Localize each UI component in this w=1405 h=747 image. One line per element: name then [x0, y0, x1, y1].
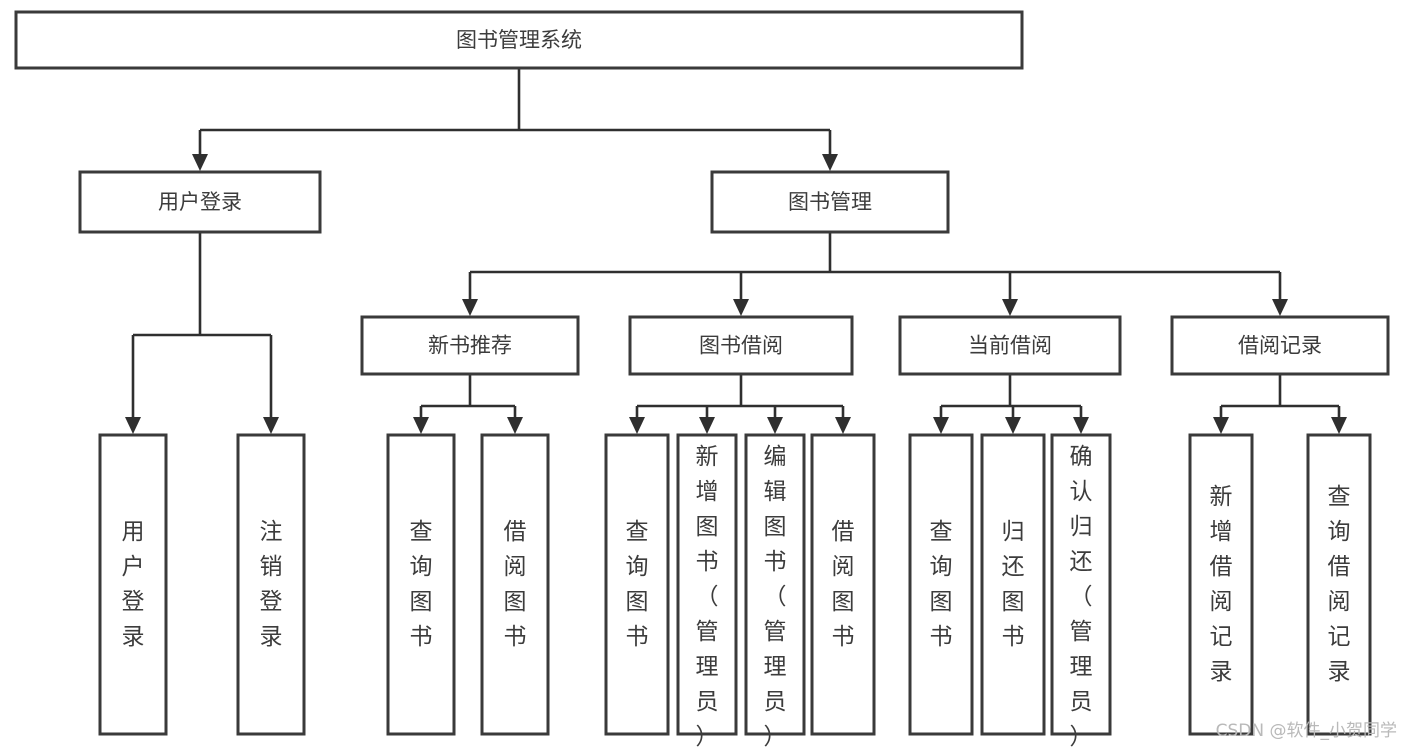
node-box-leaf-borrow-book	[810, 433, 876, 736]
node-label-leaf-add-book-admin: 新增图书（管理员）	[696, 444, 719, 747]
node-layer: 图书管理系统用户登录图书管理新书推荐图书借阅当前借阅借阅记录用户登录注销登录查询…	[14, 10, 1390, 747]
node-label-leaf-user-login: 用户登录	[122, 519, 145, 650]
node-leaf-query-book-current[interactable]: 查询图书	[908, 433, 974, 736]
node-label-leaf-logout: 注销登录	[260, 519, 283, 650]
node-box-leaf-add-borrow-record	[1188, 433, 1254, 736]
node-box-leaf-confirm-return-admin	[1050, 433, 1112, 736]
node-leaf-return-book[interactable]: 归还图书	[980, 433, 1046, 736]
node-box-leaf-query-book-borrow	[604, 433, 670, 736]
node-leaf-confirm-return-admin[interactable]: 确认归还（管理员）	[1050, 433, 1112, 747]
node-root[interactable]: 图书管理系统	[14, 10, 1024, 70]
arrow-head	[822, 154, 838, 171]
arrow-head	[413, 417, 429, 434]
node-label-leaf-borrow-book: 借阅图书	[832, 519, 855, 650]
node-leaf-borrow-book-recommend[interactable]: 借阅图书	[480, 433, 550, 736]
arrow-head	[1213, 417, 1229, 434]
node-box-leaf-query-book-recommend	[386, 433, 456, 736]
arrow-head	[125, 417, 141, 434]
node-borrow-record[interactable]: 借阅记录	[1170, 315, 1390, 376]
node-box-leaf-query-book-current	[908, 433, 974, 736]
node-box-leaf-edit-book-admin	[744, 433, 806, 736]
node-leaf-query-book-borrow[interactable]: 查询图书	[604, 433, 670, 736]
node-leaf-user-login[interactable]: 用户登录	[98, 433, 168, 736]
node-label-book-management: 图书管理	[788, 190, 872, 214]
node-leaf-query-borrow-record[interactable]: 查询借阅记录	[1306, 433, 1372, 736]
arrow-head	[629, 417, 645, 434]
node-label-leaf-confirm-return-admin: 确认归还（管理员）	[1070, 444, 1093, 747]
node-box-leaf-user-login	[98, 433, 168, 736]
arrow-head	[1272, 299, 1288, 316]
node-leaf-borrow-book[interactable]: 借阅图书	[810, 433, 876, 736]
arrow-head	[1331, 417, 1347, 434]
node-box-leaf-logout	[236, 433, 306, 736]
arrow-head	[767, 417, 783, 434]
arrow-head	[733, 299, 749, 316]
node-label-new-book-recommend: 新书推荐	[428, 334, 512, 358]
node-box-book-borrow	[628, 315, 854, 376]
arrow-head	[1073, 417, 1089, 434]
node-box-leaf-return-book	[980, 433, 1046, 736]
node-label-root: 图书管理系统	[456, 28, 582, 52]
node-label-leaf-query-book-recommend: 查询图书	[410, 519, 433, 650]
node-box-user-login	[78, 170, 322, 234]
connector-layer	[125, 68, 1347, 434]
arrow-head	[835, 417, 851, 434]
node-box-leaf-query-borrow-record	[1306, 433, 1372, 736]
node-label-book-borrow: 图书借阅	[699, 334, 783, 358]
node-label-borrow-record: 借阅记录	[1238, 334, 1322, 358]
node-label-leaf-query-book-current: 查询图书	[930, 519, 953, 650]
arrow-head	[699, 417, 715, 434]
node-leaf-add-borrow-record[interactable]: 新增借阅记录	[1188, 433, 1254, 736]
node-current-borrow[interactable]: 当前借阅	[898, 315, 1122, 376]
arrow-head	[462, 299, 478, 316]
watermark-text: CSDN @软件_小贺同学	[1215, 721, 1397, 741]
node-box-root	[14, 10, 1024, 70]
node-box-leaf-add-book-admin	[676, 433, 738, 736]
arrow-head	[507, 417, 523, 434]
node-label-user-login: 用户登录	[158, 190, 242, 214]
node-label-leaf-borrow-book-recommend: 借阅图书	[504, 519, 527, 650]
node-box-book-management	[710, 170, 950, 234]
node-leaf-edit-book-admin[interactable]: 编辑图书（管理员）	[744, 433, 806, 747]
node-user-login[interactable]: 用户登录	[78, 170, 322, 234]
node-new-book-recommend[interactable]: 新书推荐	[360, 315, 580, 376]
node-leaf-logout[interactable]: 注销登录	[236, 433, 306, 736]
arrow-head	[192, 154, 208, 171]
node-label-current-borrow: 当前借阅	[968, 334, 1052, 358]
node-box-current-borrow	[898, 315, 1122, 376]
node-leaf-query-book-recommend[interactable]: 查询图书	[386, 433, 456, 736]
arrow-head	[1005, 417, 1021, 434]
node-label-leaf-add-borrow-record: 新增借阅记录	[1210, 484, 1233, 685]
node-label-leaf-query-borrow-record: 查询借阅记录	[1328, 484, 1351, 685]
node-label-leaf-edit-book-admin: 编辑图书（管理员）	[764, 444, 787, 747]
arrow-head	[263, 417, 279, 434]
node-label-leaf-query-book-borrow: 查询图书	[626, 519, 649, 650]
node-box-new-book-recommend	[360, 315, 580, 376]
node-label-leaf-return-book: 归还图书	[1002, 519, 1025, 650]
node-box-leaf-borrow-book-recommend	[480, 433, 550, 736]
arrow-head	[933, 417, 949, 434]
node-book-borrow[interactable]: 图书借阅	[628, 315, 854, 376]
node-leaf-add-book-admin[interactable]: 新增图书（管理员）	[676, 433, 738, 747]
node-book-management[interactable]: 图书管理	[710, 170, 950, 234]
arrow-head	[1002, 299, 1018, 316]
node-box-borrow-record	[1170, 315, 1390, 376]
